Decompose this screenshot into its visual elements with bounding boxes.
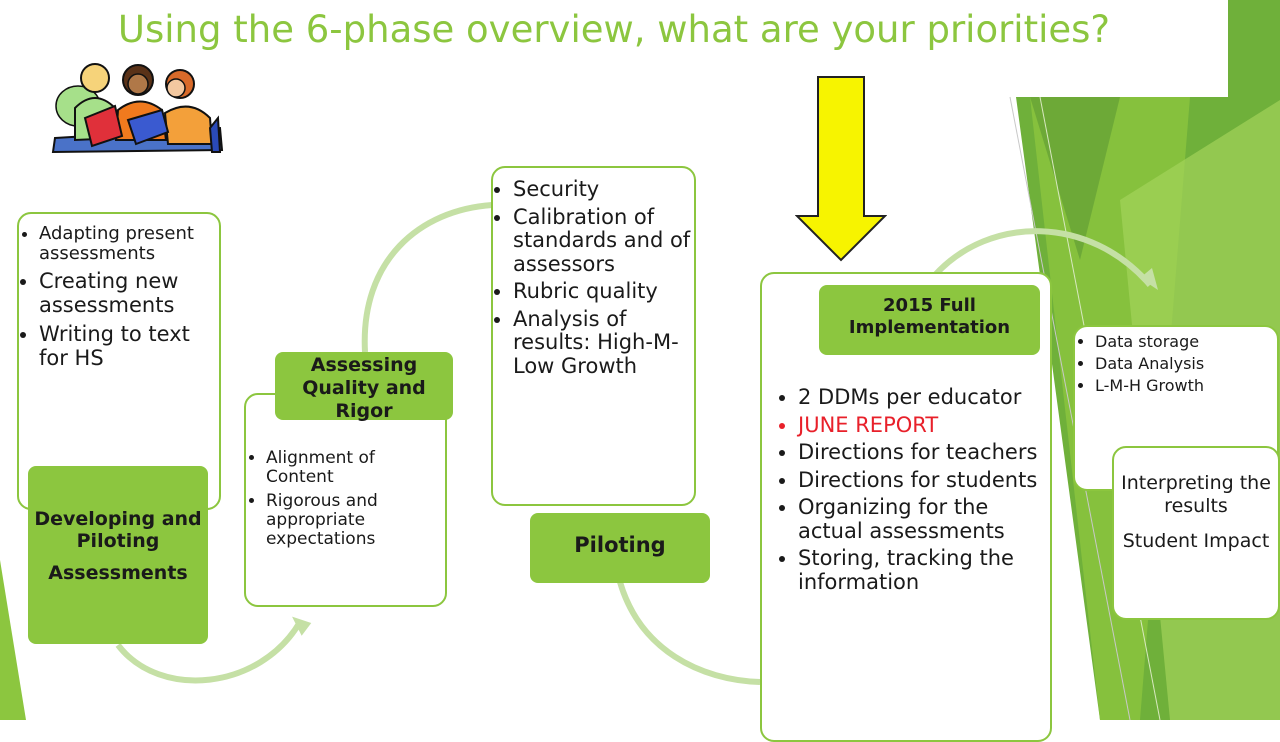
phase4-item: Directions for teachers [798,441,1050,465]
phase2-item: Alignment of Content [266,448,445,487]
phase5-header: Interpreting the results Student Impact [1112,446,1280,620]
phase4-header: 2015 Full Implementation [819,285,1040,355]
phase1-header-subtitle: Assessments [48,562,188,584]
phase3-box: Security Calibration of standards and of… [491,166,696,506]
phase5-header-subtitle: Student Impact [1122,529,1270,552]
phase2-box: Alignment of Content Rigorous and approp… [244,393,447,607]
phase4-item: Organizing for the actual assessments [798,495,1050,543]
phase2-item: Rigorous and appropriate expectations [266,492,445,549]
phase1-header: Developing and Piloting Assessments [28,466,208,644]
phase2-header: Assessing Quality and Rigor [275,352,453,422]
phase1-box: Adapting present assessments Creating ne… [17,212,221,510]
phase3-item: Security [513,177,694,202]
phase1-item: Adapting present assessments [39,223,219,264]
slide-title: Using the 6-phase overview, what are you… [117,8,1111,51]
title-backdrop [1016,0,1227,97]
phase3-item: Rubric quality [513,280,694,304]
phase4-item: Storing, tracking the information [798,546,1050,594]
students-reading-icon [51,63,224,154]
phase4-item: Directions for students [798,468,1050,493]
phase3-item: Analysis of results: High-M-Low Growth [513,307,694,379]
phase3-item: Calibration of standards and of assessor… [513,205,694,277]
phase1-item: Creating new assessments [39,270,219,317]
phase5-item: Data storage [1095,333,1277,351]
phase3-header: Piloting [530,513,710,583]
phase5-header-title: Interpreting the results [1121,472,1271,517]
down-arrow-icon [795,76,887,262]
phase1-header-title: Developing and Piloting [34,508,202,552]
phase1-item: Writing to text for HS [39,323,219,370]
phase5-item: L-M-H Growth [1095,376,1277,395]
phase5-item: Data Analysis [1095,354,1277,373]
phase4-item: JUNE REPORT [798,413,1050,438]
phase4-item: 2 DDMs per educator [798,385,1050,410]
